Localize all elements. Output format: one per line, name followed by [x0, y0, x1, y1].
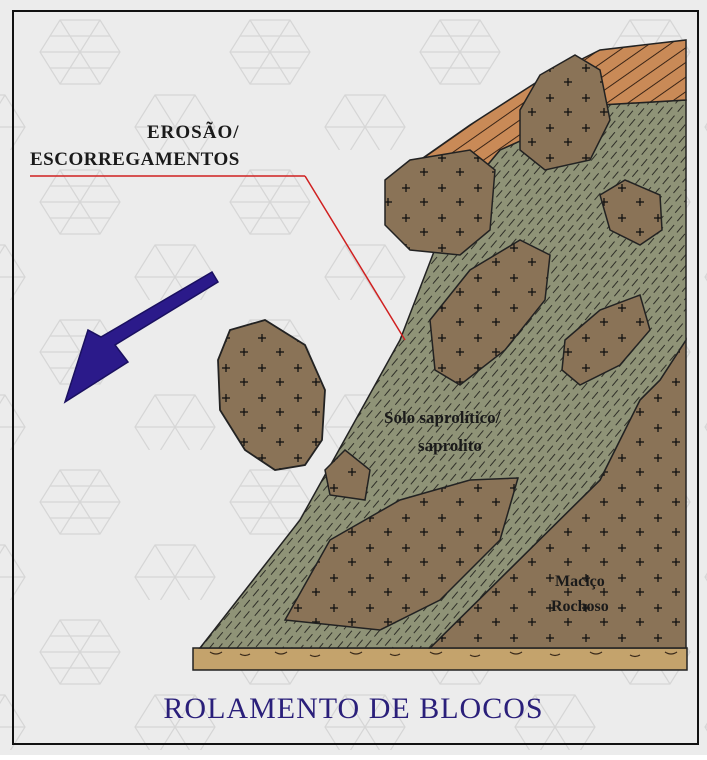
- label-solo-saprolitico: Solo saprolítico/: [384, 408, 501, 427]
- ground-texture: [209, 651, 678, 658]
- block: [519, 54, 611, 171]
- frame: [12, 10, 699, 745]
- block: [599, 179, 663, 246]
- label-saprolito: saprolito: [418, 436, 482, 455]
- ground-strip: [192, 647, 688, 671]
- block: [324, 448, 371, 501]
- falling-block: [217, 319, 326, 471]
- label-rochoso: Rochoso: [551, 598, 609, 615]
- caption: ROLAMENTO DE BLOCOS: [163, 692, 544, 725]
- arrow-icon: [63, 270, 220, 404]
- block: [283, 477, 520, 631]
- leader-line: [30, 175, 406, 341]
- block: [561, 294, 651, 386]
- label-erosao: EROSÃO/: [147, 122, 240, 143]
- label-macico: Maciço: [555, 573, 605, 590]
- block: [429, 239, 551, 386]
- block: [384, 149, 496, 256]
- label-escorregamentos: ESCORREGAMENTOS: [30, 149, 240, 170]
